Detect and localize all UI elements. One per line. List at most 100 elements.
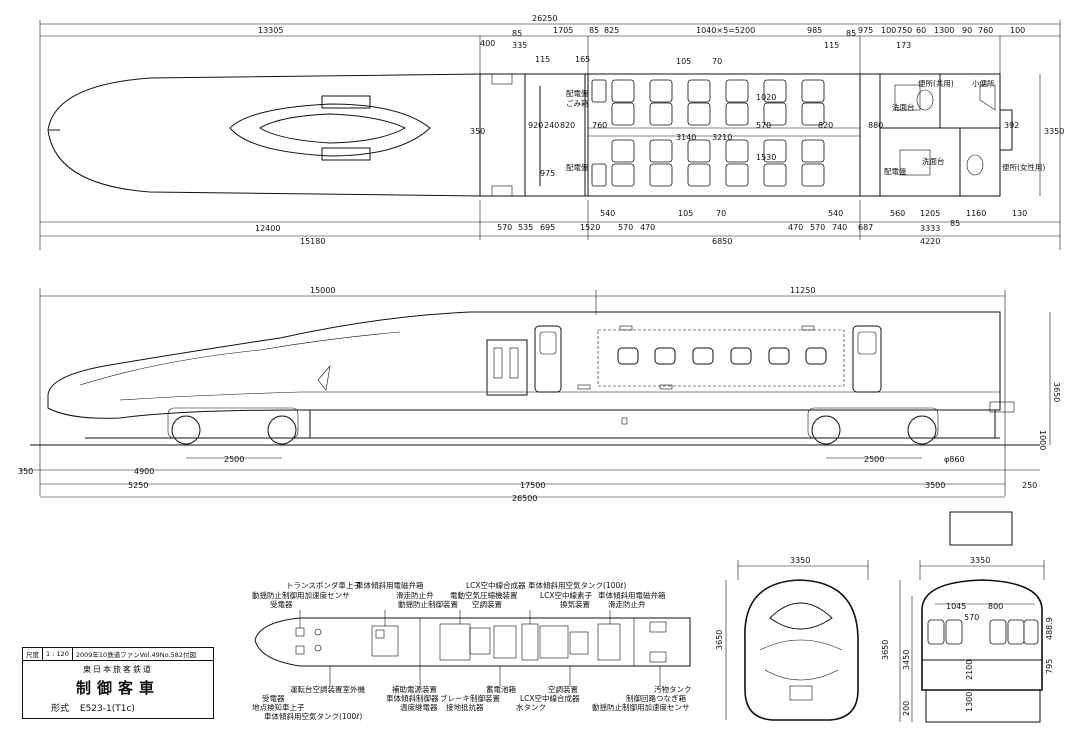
eq-label: 車体傾斜用空気タンク(100ℓ)	[264, 711, 362, 721]
dim-top: 85	[846, 29, 856, 38]
dim-front-height: 3650	[715, 630, 724, 650]
dim-side-15000: 15000	[310, 286, 335, 295]
label-trash: ごみ箱	[566, 98, 589, 108]
dim-17500: 17500	[520, 481, 545, 490]
side-elevation: 15000 11250	[18, 286, 1061, 503]
eq-label: 動揺防止制御用加速度センサ	[252, 590, 350, 600]
dim-side: 3140	[676, 133, 696, 142]
dim-top: 335	[512, 41, 527, 50]
eq-label: 補助電源装置	[392, 684, 437, 694]
dim-top: 1040×5=5200	[696, 26, 755, 35]
dim-overall: 26250	[532, 14, 557, 23]
dim-bottom: 470	[640, 223, 655, 232]
dim-side: 3210	[712, 133, 732, 142]
dim-bottom: 12400	[255, 224, 280, 233]
dim-side: 3350	[1044, 127, 1064, 136]
dim-bottom: 130	[1012, 209, 1027, 218]
dim-4900: 4900	[134, 467, 154, 476]
dim-bottom: 535	[518, 223, 533, 232]
dim-13305: 13305	[258, 26, 283, 35]
dim-floor-h: 1300	[965, 692, 974, 712]
dim-side: 1530	[756, 153, 776, 162]
dim-top: 985	[807, 26, 822, 35]
dim-bottom: 975	[540, 169, 555, 178]
dim-bottom: 6850	[712, 237, 732, 246]
cross-section: 3350 1045 800 570 3650 3450 2100 1300 20…	[881, 511, 1054, 723]
dim-bottom: 70	[716, 209, 726, 218]
dim-top: 115	[824, 41, 839, 50]
dim-side: 240	[544, 121, 559, 130]
eq-label: 車体傾斜用空気タンク(100ℓ)	[528, 580, 626, 590]
label-toilet-women: 便所(女性用)	[1002, 162, 1045, 172]
dim-front-width: 3350	[790, 556, 810, 565]
eq-label: 動揺防止制御用加速度センサ	[592, 702, 690, 712]
dim-side: 105	[676, 57, 691, 66]
dim-bottom: 540	[828, 209, 843, 218]
dim-wheel-dia: φ860	[944, 455, 965, 464]
scale-value: 1 : 120	[43, 648, 73, 660]
dim-bogie-rear: 2500	[864, 455, 884, 464]
dim-488: 488.9	[1045, 617, 1054, 640]
front-view: 3350 3650	[715, 556, 869, 721]
eq-label: 動揺防止制御装置	[398, 599, 458, 609]
dim-side: 920	[528, 121, 543, 130]
label-washbasin: 洗面台	[892, 102, 915, 112]
dim-side: 820	[560, 121, 575, 130]
eq-label: トランスポンダ車上子	[286, 580, 361, 590]
dim-side: 350	[470, 127, 485, 136]
title-block: 尺度 1 : 120 2009年10鉄道ファンVol.49No.582付図 東日…	[22, 647, 214, 719]
model-row: 形式 E523-1(T1c)	[23, 701, 213, 714]
dim-top: 975	[858, 26, 873, 35]
dim-795: 795	[1045, 659, 1054, 674]
eq-label: 滑走防止弁	[396, 590, 434, 600]
dim-section-height: 3650	[881, 640, 890, 660]
equipment-view: トランスポンダ車上子 動揺防止制御用加速度センサ 受電器 車体傾斜用電磁弁箱 滑…	[252, 580, 692, 721]
dim-seat: 1045	[946, 602, 966, 611]
dim-bottom: 540	[600, 209, 615, 218]
dim-rail: 200	[902, 701, 911, 716]
eq-label: 運転台空調装置室外機	[290, 684, 365, 694]
dim-top: 100	[1010, 26, 1025, 35]
dim-side: 70	[712, 57, 722, 66]
dim-bogie-front: 2500	[224, 455, 244, 464]
eq-label: 車体傾斜用電磁弁箱	[356, 580, 424, 590]
eq-label: LCX空中線素子	[540, 590, 593, 600]
dim-top: 85	[589, 26, 599, 35]
eq-label: 電動空気圧縮機装置	[450, 590, 518, 600]
label-toilet-shared: 便所(共用)	[918, 78, 954, 88]
label-switchboard: 配電盤	[566, 88, 589, 98]
company-name: 東日本旅客鉄道	[83, 665, 153, 674]
dim-5250: 5250	[128, 481, 148, 490]
dim-top: 400	[480, 39, 495, 48]
dim-aisle: 800	[988, 602, 1003, 611]
dim-top: 1705	[553, 26, 573, 35]
dim-side: 760	[592, 121, 607, 130]
eq-label: 汚物タンク	[654, 684, 692, 694]
dim-bottom: 1520	[580, 223, 600, 232]
car-name: 制御客車	[75, 679, 160, 697]
eq-label: 地点検知車上子	[252, 702, 305, 712]
dim-top: 115	[535, 55, 550, 64]
eq-label: 車体傾斜用電磁弁箱	[598, 590, 666, 600]
dim-bottom: 105	[678, 209, 693, 218]
plan-view: 26250 13305 400 85 335 1705 85 825 1040×…	[39, 14, 1064, 250]
eq-label: 受電器	[262, 693, 285, 703]
dim-26500: 26500	[512, 494, 537, 503]
eq-label: 換気装置	[560, 599, 590, 609]
dim-ceiling: 2100	[965, 660, 974, 680]
dim-bottom: 3333	[920, 224, 940, 233]
dim-250: 250	[1022, 481, 1037, 490]
model-value: E523-1(T1c)	[79, 704, 135, 714]
dim-top: 1300	[934, 26, 954, 35]
dim-3500: 3500	[925, 481, 945, 490]
label-switchboard: 配電盤	[884, 166, 907, 176]
eq-label: 受電器	[270, 599, 293, 609]
dim-section-width: 3350	[970, 556, 990, 565]
eq-label: ブレーキ制御装置	[440, 693, 500, 703]
dim-top: 750	[897, 26, 912, 35]
eq-label: LCX空中線合成器	[520, 693, 580, 703]
dim-top: 90	[962, 26, 972, 35]
dim-side: 570	[756, 121, 771, 130]
dim-bottom: 470	[788, 223, 803, 232]
eq-label: 温度継電器	[400, 702, 438, 712]
